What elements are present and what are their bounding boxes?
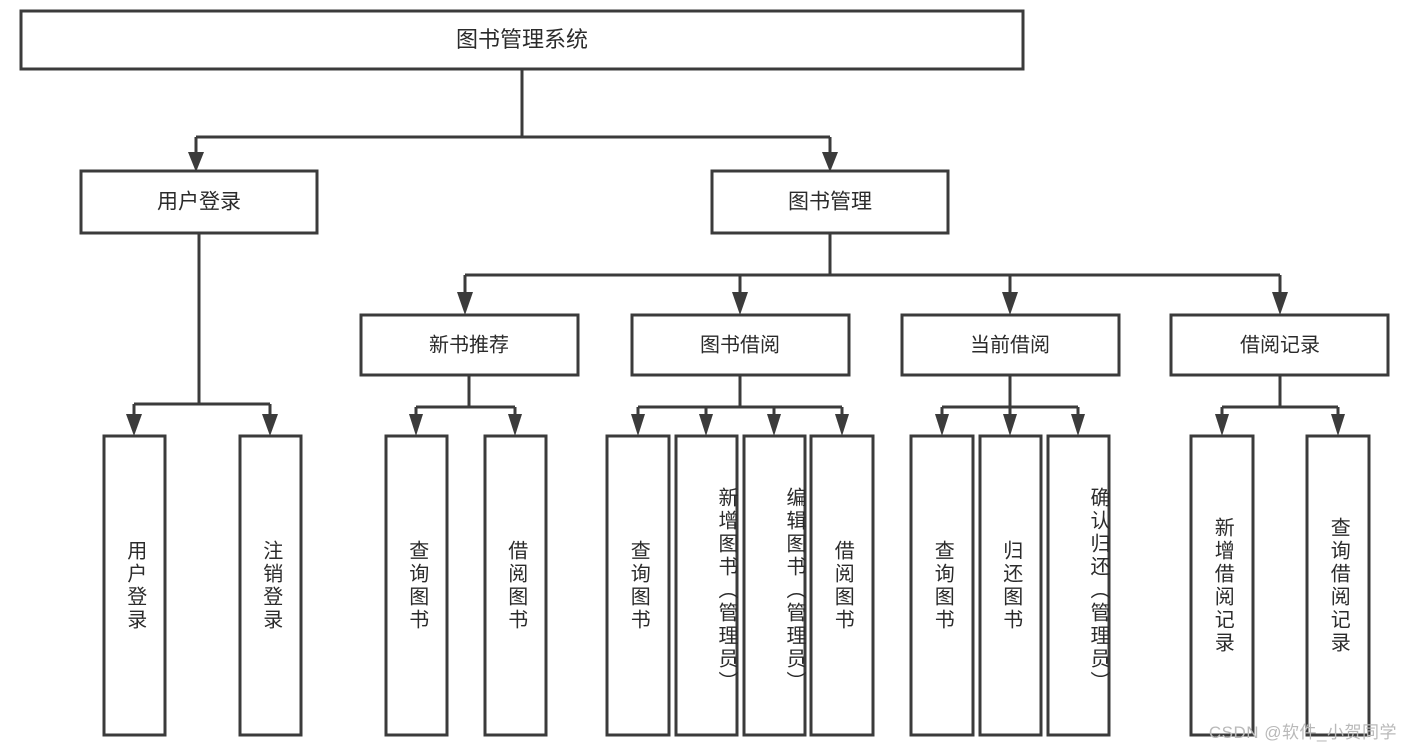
node-user-login-box[interactable] [79, 169, 319, 235]
arrow-to-leaf-logout-login [262, 414, 278, 436]
arrow-to-borrow-record [1272, 292, 1288, 315]
arrow-to-leaf-return-book [1003, 414, 1017, 436]
node-leaf-edit-book-admin-box[interactable] [742, 434, 807, 737]
node-user-login-label: 用户登录 [157, 191, 241, 214]
node-borrow-record-box[interactable] [1169, 313, 1390, 377]
node-book-borrow-label: 图书借阅 [700, 333, 780, 356]
node-new-book-rec-box[interactable] [359, 313, 580, 377]
node-current-borrow-label: 当前借阅 [970, 333, 1050, 356]
node-root-box[interactable] [19, 9, 1025, 71]
arrow-to-leaf-query-book-3 [935, 414, 949, 436]
node-leaf-borrow-book-1-box[interactable] [483, 434, 548, 737]
nodes-layer: 图书管理系统 用户登录 图书管理 新书推荐 图书借阅 当前借阅 借阅记录 [19, 9, 1390, 737]
node-borrow-record-label: 借阅记录 [1240, 333, 1320, 356]
node-book-borrow-box[interactable] [630, 313, 851, 377]
arrow-to-current-borrow [1002, 292, 1018, 315]
node-leaf-query-book-1-box[interactable] [384, 434, 449, 737]
arrow-to-leaf-query-book-2 [631, 414, 645, 436]
arrow-to-leaf-query-book-1 [409, 414, 423, 436]
node-leaf-confirm-return-admin-box[interactable] [1046, 434, 1111, 737]
watermark: CSDN @软件_小贺同学 [1208, 723, 1397, 742]
edges-layer [126, 69, 1345, 436]
node-book-manage-box[interactable] [710, 169, 950, 235]
node-leaf-add-borrow-record-box[interactable] [1189, 434, 1255, 737]
arrow-to-book-borrow [732, 292, 748, 315]
arrow-to-leaf-edit-book-admin [767, 414, 781, 436]
arrow-to-new-book-rec [457, 292, 473, 315]
arrow-to-user-login [188, 152, 204, 172]
node-leaf-borrow-book-2-box[interactable] [809, 434, 875, 737]
node-leaf-query-book-2-box[interactable] [605, 434, 671, 737]
node-leaf-user-login-box[interactable] [102, 434, 167, 737]
arrow-to-leaf-borrow-book-1 [508, 414, 522, 436]
node-leaf-return-book-box[interactable] [978, 434, 1043, 737]
arrow-to-leaf-query-borrow-record [1331, 414, 1345, 436]
node-new-book-rec-label: 新书推荐 [429, 333, 509, 356]
node-leaf-add-book-admin-box[interactable] [674, 434, 739, 737]
node-current-borrow-box[interactable] [900, 313, 1121, 377]
arrow-to-leaf-add-borrow-record [1215, 414, 1229, 436]
arrow-to-leaf-add-book-admin [699, 414, 713, 436]
arrow-to-leaf-borrow-book-2 [835, 414, 849, 436]
node-leaf-query-borrow-record-box[interactable] [1305, 434, 1371, 737]
node-book-manage-label: 图书管理 [788, 191, 872, 214]
node-leaf-logout-login-box[interactable] [238, 434, 303, 737]
node-root-label: 图书管理系统 [456, 27, 588, 52]
node-leaf-query-book-3-box[interactable] [909, 434, 975, 737]
arrow-to-leaf-confirm-return-admin [1071, 414, 1085, 436]
arrow-to-leaf-user-login [126, 414, 142, 436]
arrow-to-book-manage [822, 152, 838, 172]
